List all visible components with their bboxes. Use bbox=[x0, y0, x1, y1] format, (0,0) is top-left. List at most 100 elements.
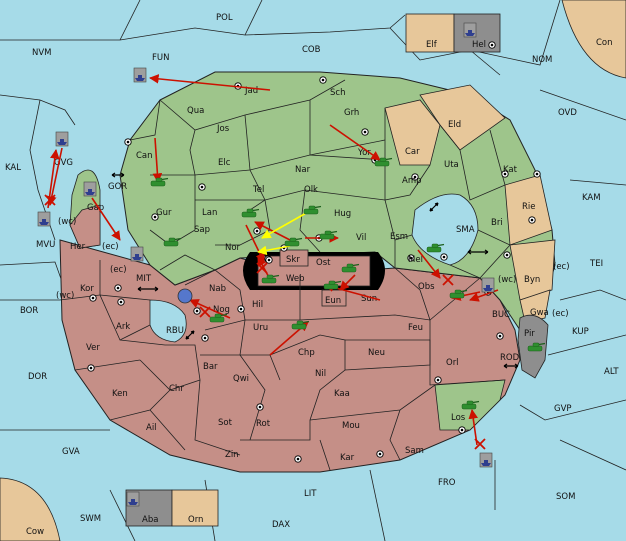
label-Sot: Sot bbox=[218, 418, 233, 428]
label-Esm: Esm bbox=[390, 232, 408, 242]
fleet-unit-Aba[interactable] bbox=[126, 491, 140, 507]
supply-center-dot bbox=[378, 452, 382, 456]
province-Gap-south[interactable] bbox=[69, 204, 101, 249]
label-Kar: Kar bbox=[340, 453, 355, 463]
supply-center-dot bbox=[442, 255, 446, 259]
fleet-unit-MVU[interactable] bbox=[37, 211, 51, 227]
label-Ost: Ost bbox=[316, 258, 331, 268]
label-SOM: SOM bbox=[556, 492, 575, 502]
label-KUP: KUP bbox=[572, 327, 589, 337]
label-Kaa: Kaa bbox=[334, 389, 350, 399]
label-Los: Los bbox=[451, 413, 466, 423]
supply-center-dot bbox=[153, 215, 157, 219]
label-Kor: Kor bbox=[80, 284, 94, 294]
label-Web: Web bbox=[286, 274, 305, 284]
fleet-unit-FRO[interactable] bbox=[479, 452, 493, 468]
failed-order-marker bbox=[44, 194, 56, 206]
label-ec4: (ec) bbox=[552, 309, 569, 319]
label-Jos: Jos bbox=[216, 124, 230, 134]
label-SWM: SWM bbox=[80, 514, 101, 524]
label-Yor: Yor bbox=[357, 148, 371, 158]
supply-center-dot bbox=[363, 130, 367, 134]
label-SMA: SMA bbox=[456, 225, 475, 235]
order-arrow bbox=[417, 249, 441, 279]
label-Nor: Nor bbox=[225, 243, 241, 253]
supply-center-dot bbox=[436, 378, 440, 382]
supply-center-dot bbox=[126, 140, 130, 144]
province-labels: POL NVM FUN COB NOM Con Elf Hel OVD KAL … bbox=[5, 13, 619, 537]
supply-center-dot bbox=[195, 309, 199, 313]
label-KAM: KAM bbox=[582, 193, 601, 203]
supply-center-dot bbox=[530, 218, 534, 222]
label-Orn: Orn bbox=[188, 515, 203, 525]
support-arrow bbox=[261, 211, 309, 239]
label-Qua: Qua bbox=[187, 106, 204, 116]
label-Obs: Obs bbox=[418, 282, 435, 292]
label-Hil: Hil bbox=[252, 300, 263, 310]
fleet-unit-Hel[interactable] bbox=[463, 22, 477, 38]
label-Ken: Ken bbox=[112, 389, 128, 399]
label-Gur: Gur bbox=[156, 208, 172, 218]
passage-GOR bbox=[111, 172, 125, 178]
label-GVA: GVA bbox=[62, 447, 80, 457]
label-Chp: Chp bbox=[298, 348, 315, 358]
label-ec1: (ec) bbox=[102, 242, 119, 252]
province-Gwa[interactable] bbox=[519, 289, 551, 323]
label-COB: COB bbox=[302, 45, 321, 55]
label-Gwa: Gwa bbox=[530, 308, 549, 318]
label-ec3: (ec) bbox=[553, 262, 570, 272]
fleet-unit-Gap[interactable] bbox=[83, 181, 97, 197]
fleet-unit-FUN[interactable] bbox=[133, 67, 147, 83]
label-ROD: ROD bbox=[500, 353, 520, 363]
supply-center-dot bbox=[321, 78, 325, 82]
label-Aba: Aba bbox=[142, 515, 158, 525]
supply-center-dot bbox=[267, 258, 271, 262]
province-Skr[interactable] bbox=[279, 249, 309, 267]
failed-order-marker bbox=[442, 274, 454, 286]
passage-ROD bbox=[503, 363, 519, 369]
province-Car[interactable] bbox=[384, 99, 441, 166]
supply-center-dot bbox=[409, 256, 413, 260]
label-FRO: FRO bbox=[438, 478, 456, 488]
supply-center-dot bbox=[503, 172, 507, 176]
label-Gap: Gap bbox=[87, 203, 104, 213]
label-Skr: Skr bbox=[286, 255, 300, 265]
label-Elf: Elf bbox=[426, 40, 438, 50]
label-OVD: OVD bbox=[558, 108, 577, 118]
supply-center-dot bbox=[296, 457, 300, 461]
label-Rot: Rot bbox=[256, 419, 271, 429]
province-Byn[interactable] bbox=[509, 239, 556, 301]
orders bbox=[44, 74, 499, 450]
fleet-unit-MIT[interactable] bbox=[130, 246, 144, 262]
label-BUC: BUC bbox=[492, 310, 510, 320]
label-Bri: Bri bbox=[491, 218, 503, 228]
supply-center-dot bbox=[119, 300, 123, 304]
passage-RBU bbox=[185, 330, 195, 340]
label-Ark: Ark bbox=[116, 322, 130, 332]
label-Sap: Sap bbox=[194, 225, 210, 235]
supply-center-dot bbox=[460, 428, 464, 432]
supply-center-dot bbox=[490, 43, 494, 47]
fleet-unit-BUC[interactable] bbox=[481, 277, 495, 293]
province-Orn[interactable] bbox=[171, 489, 219, 527]
label-NOM: NOM bbox=[532, 55, 552, 65]
label-BOR: BOR bbox=[20, 306, 38, 316]
supply-center-dot bbox=[200, 185, 204, 189]
order-arrow bbox=[329, 124, 381, 161]
province-Rie[interactable] bbox=[504, 174, 553, 246]
supply-center-dot bbox=[498, 334, 502, 338]
order-arrow bbox=[47, 147, 63, 206]
label-wc2: (wc) bbox=[56, 291, 74, 301]
label-Can: Can bbox=[136, 151, 153, 161]
supply-center-dot bbox=[535, 172, 539, 176]
label-TEI: TEI bbox=[589, 259, 603, 269]
label-Nog: Nog bbox=[213, 305, 230, 315]
passage-SMA bbox=[429, 202, 439, 212]
water-RBU bbox=[149, 299, 187, 343]
order-arrow bbox=[245, 224, 265, 263]
label-FUN: FUN bbox=[152, 53, 169, 63]
province-Eld[interactable] bbox=[419, 84, 506, 151]
passage-MIT bbox=[137, 286, 159, 292]
fleet-unit-Gvg[interactable] bbox=[55, 131, 69, 147]
